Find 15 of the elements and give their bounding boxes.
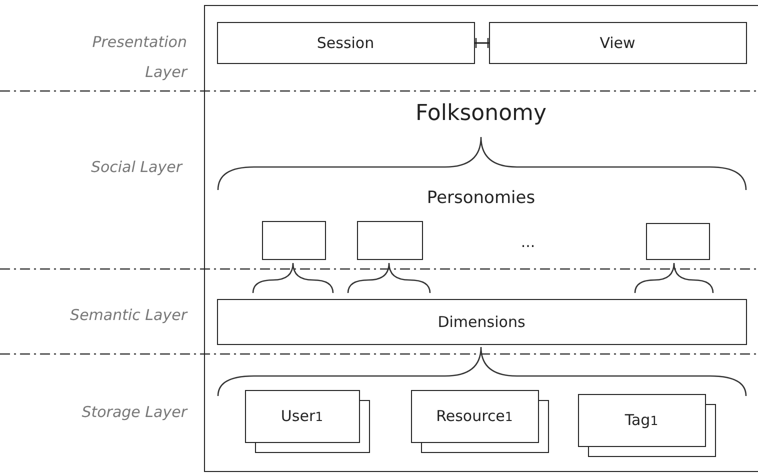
layer-label: Social Layer [90, 158, 182, 176]
connector-line [475, 38, 489, 48]
group-label: Personomies [426, 188, 536, 208]
empty-box [262, 220, 326, 260]
ellipsis-text: ... [520, 233, 536, 251]
layer-label: Storage Layer [82, 403, 187, 421]
empty-box [356, 220, 422, 260]
process-box: Session [216, 22, 474, 64]
layer-label: Semantic Layer [70, 306, 187, 324]
frame-box [204, 5, 758, 472]
empty-box [646, 222, 710, 260]
layer-label: Presentation Layer [92, 33, 187, 81]
process-box: Dimensions [216, 298, 746, 344]
title-text: Folksonomy [416, 101, 546, 126]
process-box: View [488, 22, 746, 64]
